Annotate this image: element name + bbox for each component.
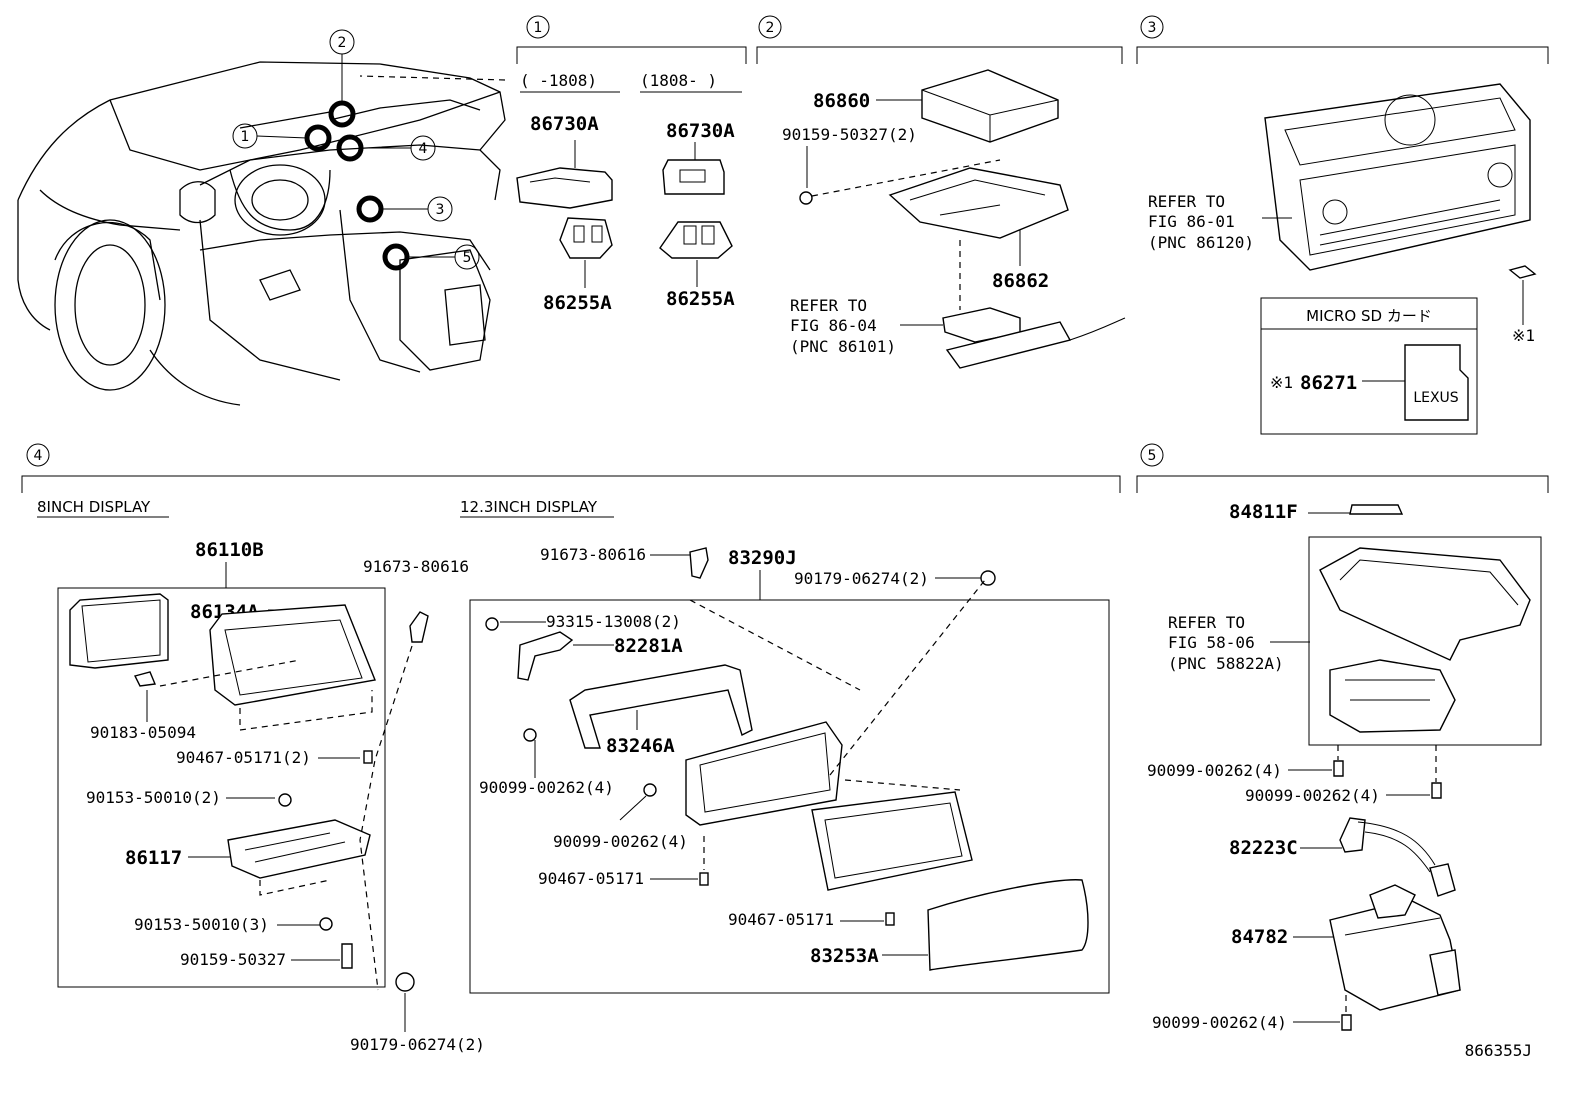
part-86730A-right: 86730A	[666, 120, 735, 142]
part-90099-00262-b: 90099-00262(4)	[553, 832, 688, 851]
s3-refer-line2: FIG 86-01	[1148, 212, 1235, 231]
part-86860: 86860	[813, 90, 870, 112]
display-8inch-drawing	[69, 593, 169, 669]
part-83290J: 83290J	[728, 547, 797, 569]
module-84782-drawing	[1329, 884, 1461, 1011]
bracket-86117-drawing	[227, 819, 371, 896]
svg-text:3: 3	[436, 202, 445, 218]
section-2-number: 2	[766, 20, 775, 36]
module-86860-drawing	[921, 69, 1059, 143]
section-1-number: 1	[534, 20, 543, 36]
svg-text:2: 2	[338, 35, 347, 51]
part-86255A-left: 86255A	[543, 292, 612, 314]
box-12inch	[469, 599, 1110, 994]
audio-control-panel-drawing	[1264, 83, 1531, 271]
part-86730A-left: 86730A	[530, 113, 599, 135]
part-90179-06274-8in: 90179-06274(2)	[350, 1035, 485, 1054]
sd-part-mark: ※1	[1270, 373, 1293, 392]
part-84811F: 84811F	[1229, 501, 1298, 523]
part-82281A: 82281A	[614, 635, 683, 657]
switch-86730A-left-drawing	[516, 140, 613, 209]
overview-callout-rings	[256, 54, 455, 271]
sd-card-logo: LEXUS	[1413, 390, 1458, 406]
bezel-86255A-left-drawing	[559, 217, 613, 288]
bracket-86862-drawing	[811, 159, 1069, 239]
switch-86730A-right-drawing	[662, 142, 725, 195]
bezel-8inch-drawing	[209, 604, 376, 731]
section-4: 4 8INCH DISPLAY 12.3INCH DISPLAY 86110B …	[21, 443, 1121, 1054]
heading-8inch: 8INCH DISPLAY	[37, 498, 151, 516]
lcd-12inch-drawing	[685, 579, 986, 826]
part-90099-00262-s5a: 90099-00262(4)	[1147, 761, 1282, 780]
overview-interior-drawing	[17, 61, 506, 406]
s3-refer-line3: (PNC 86120)	[1148, 233, 1254, 252]
part-90467-05171-a: 90467-05171	[538, 869, 644, 888]
bezel-86255A-right-drawing	[659, 221, 733, 287]
section-3: 3 REFER TO FIG 86-01 (PNC 86120) ※1 MICR…	[1136, 15, 1549, 435]
svg-text:1: 1	[241, 129, 250, 145]
part-90153-50010-3: 90153-50010(3)	[134, 915, 269, 934]
display-12inch-drawing	[811, 779, 973, 891]
heading-12inch: 12.3INCH DISPLAY	[460, 498, 598, 516]
part-90183-05094: 90183-05094	[90, 723, 196, 742]
part-90099-00262-s5c: 90099-00262(4)	[1152, 1013, 1287, 1032]
range-before: ( -1808)	[520, 71, 597, 90]
svg-text:5: 5	[463, 250, 472, 266]
section-2: 2 86860 90159-50327(2) 86862 REFER TO FI…	[756, 15, 1126, 369]
part-90179-06274-12in: 90179-06274(2)	[794, 569, 929, 588]
s3-note-mark: ※1	[1512, 326, 1535, 345]
part-90099-00262-s5b: 90099-00262(4)	[1245, 786, 1380, 805]
micro-sd-box: MICRO SD カード ※1 86271 LEXUS	[1260, 297, 1478, 435]
s5-refer-line1: REFER TO	[1168, 613, 1245, 632]
figure-id: 866355J	[1465, 1041, 1532, 1060]
s2-refer-line1: REFER TO	[790, 296, 867, 315]
section-1: 1 ( -1808) (1808- ) 86730A 86730A 86255A…	[516, 15, 747, 314]
part-90099-00262-a: 90099-00262(4)	[479, 778, 614, 797]
section-5: 5 84811F REFER TO FIG 58-06 (PNC 58822A)…	[1136, 443, 1549, 1032]
console-drawing	[1319, 547, 1531, 733]
part-82223C: 82223C	[1229, 837, 1298, 859]
s5-refer-line3: (PNC 58822A)	[1168, 654, 1284, 673]
section-5-number: 5	[1148, 448, 1157, 464]
s5-refer-line2: FIG 58-06	[1168, 633, 1255, 652]
svg-text:4: 4	[419, 141, 428, 157]
connector-harness-drawing	[942, 240, 1126, 369]
range-after: (1808- )	[640, 71, 717, 90]
s2-refer-line3: (PNC 86101)	[790, 337, 896, 356]
overview-callout-labels: 2 1 4 3 5	[232, 29, 480, 270]
box-console	[1308, 536, 1542, 746]
part-86110B: 86110B	[195, 539, 264, 561]
s2-refer-line2: FIG 86-04	[790, 316, 877, 335]
part-90159-50327: 90159-50327(2)	[782, 125, 917, 144]
part-91673-80616-8in: 91673-80616	[363, 557, 469, 576]
part-83246A: 83246A	[606, 735, 675, 757]
box-8inch	[57, 587, 386, 988]
part-90467-05171-2: 90467-05171(2)	[176, 748, 311, 767]
micro-sd-title: MICRO SD カード	[1306, 307, 1432, 325]
section-4-number: 4	[34, 448, 43, 464]
s3-refer-line1: REFER TO	[1148, 192, 1225, 211]
part-90159-50327-8in: 90159-50327	[180, 950, 286, 969]
part-86862: 86862	[992, 270, 1049, 292]
cable-82223C-drawing	[1339, 817, 1456, 897]
part-93315-13008: 93315-13008(2)	[546, 612, 681, 631]
part-91673-80616-12in: 91673-80616	[540, 545, 646, 564]
part-86117: 86117	[125, 847, 182, 869]
frame-83246A-drawing	[569, 599, 861, 749]
part-83253A: 83253A	[810, 945, 879, 967]
part-86255A-right: 86255A	[666, 288, 735, 310]
section-3-number: 3	[1148, 20, 1157, 36]
part-84782: 84782	[1231, 926, 1288, 948]
part-86271: 86271	[1300, 372, 1357, 394]
part-90467-05171-b: 90467-05171	[728, 910, 834, 929]
part-90153-50010-2: 90153-50010(2)	[86, 788, 221, 807]
